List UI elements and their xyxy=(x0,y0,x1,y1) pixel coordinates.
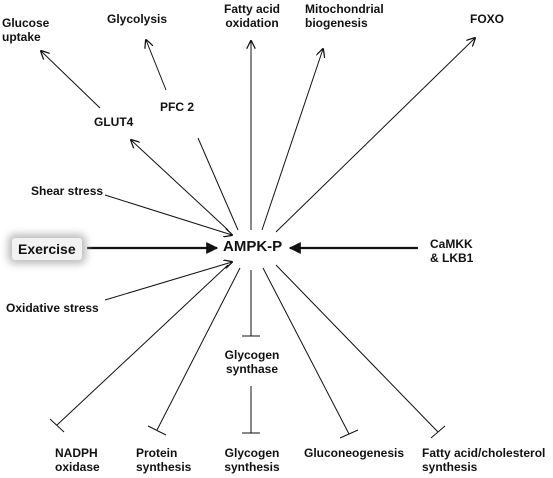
mitochondrial-biogenesis-arrow xyxy=(261,49,323,231)
glycogen-synthesis-line2: synthesis xyxy=(224,460,280,474)
glycogen-synthesis-line1: Glycogen xyxy=(224,446,280,460)
fatty-acid-cholesterol-inhibition xyxy=(275,264,446,439)
glycogen-synthesis-inhibition xyxy=(242,386,260,434)
glycogen-synthesis-label: Glycogen synthesis xyxy=(218,446,286,474)
fatty-acid-cholesterol-line1: Fatty acid/cholesterol xyxy=(422,446,546,460)
glycogen-synthase-label: Glycogen synthase xyxy=(218,348,286,376)
glucose-uptake-line1: Glucose xyxy=(2,16,50,30)
fatty-acid-oxidation-line2: oxidation xyxy=(225,16,279,30)
nadph-oxidase-line2: oxidase xyxy=(55,460,100,474)
glycolysis-label: Glycolysis xyxy=(107,12,168,26)
foxo-label: FOXO xyxy=(470,12,505,26)
glut4-label: GLUT4 xyxy=(94,115,134,129)
camkk-lkb1-label: CaMKK & LKB1 xyxy=(430,237,473,265)
pfc2-arrow xyxy=(197,137,239,231)
glycogen-synthase-line2: synthase xyxy=(225,362,279,376)
ampk-p-node: AMPK-P xyxy=(223,238,283,255)
camkk-line1: CaMKK xyxy=(430,237,473,251)
glucose-uptake-line2: uptake xyxy=(2,30,41,44)
glycogen-synthase-inhibition xyxy=(242,270,260,337)
oxidative-stress-arrow xyxy=(104,262,232,301)
glucose-uptake-label: Glucose uptake xyxy=(2,16,49,44)
nadph-oxidase-label: NADPH oxidase xyxy=(55,446,100,474)
mitochondrial-biogenesis-line1: Mitochondrial xyxy=(305,2,384,16)
pfc2-label: PFC 2 xyxy=(160,100,195,114)
glycogen-synthase-line1: Glycogen xyxy=(224,348,280,362)
nadph-oxidase-line1: NADPH xyxy=(55,446,98,460)
fatty-acid-cholesterol-line2: synthesis xyxy=(422,460,478,474)
camkk-line2: & LKB1 xyxy=(430,251,474,265)
mitochondrial-biogenesis-label: Mitochondrial biogenesis xyxy=(305,2,384,30)
mitochondrial-biogenesis-line2: biogenesis xyxy=(305,16,368,30)
fatty-acid-oxidation-line1: Fatty acid xyxy=(223,2,280,16)
gluconeogenesis-inhibition xyxy=(262,267,359,439)
fatty-acid-oxidation-label: Fatty acid oxidation xyxy=(216,2,288,30)
glycolysis-arrow xyxy=(146,40,167,91)
nadph-oxidase-inhibition xyxy=(49,264,229,433)
glucose-uptake-arrow xyxy=(41,51,101,109)
exercise-node: Exercise xyxy=(12,238,82,260)
oxidative-stress-label: Oxidative stress xyxy=(6,301,99,315)
gluconeogenesis-label: Gluconeogenesis xyxy=(304,446,405,460)
glut4-arrow xyxy=(131,140,229,231)
foxo-arrow xyxy=(275,38,475,233)
protein-synthesis-line1: Protein xyxy=(136,446,178,460)
protein-synthesis-inhibition xyxy=(147,267,241,436)
protein-synthesis-label: Protein synthesis xyxy=(136,446,191,474)
shear-stress-label: Shear stress xyxy=(31,184,104,198)
fatty-acid-cholesterol-label: Fatty acid/cholesterol synthesis xyxy=(422,446,545,474)
shear-stress-arrow xyxy=(104,194,232,235)
protein-synthesis-line2: synthesis xyxy=(136,460,192,474)
